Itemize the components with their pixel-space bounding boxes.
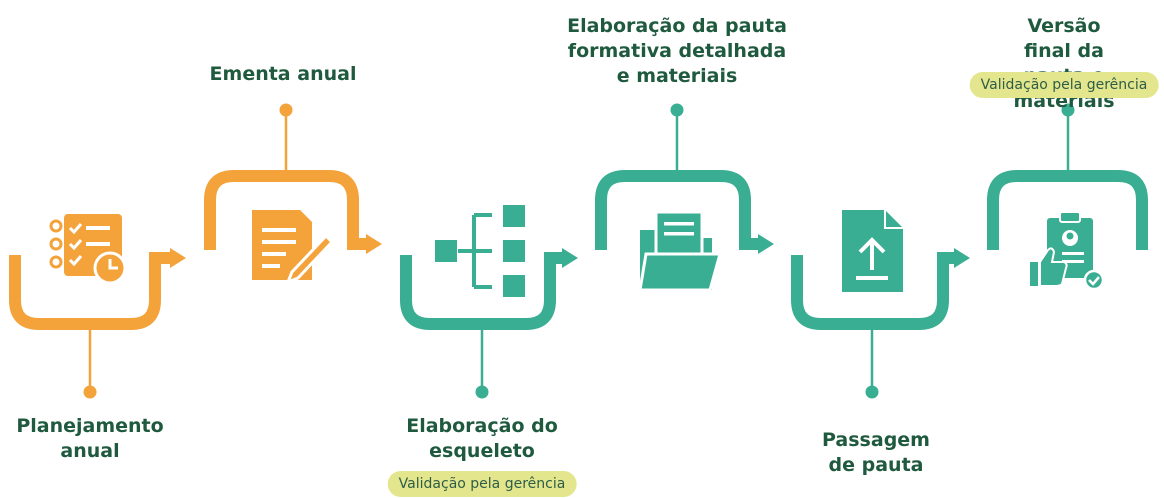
hierarchy-tree-icon <box>435 205 525 297</box>
step-6-validation-badge: Validação pela gerência <box>969 72 1159 98</box>
document-pencil-icon <box>252 210 335 285</box>
step-6 <box>987 103 1148 291</box>
arrow-head <box>366 234 382 254</box>
step-1 <box>9 214 186 399</box>
connector-dot <box>670 103 684 117</box>
step-4 <box>595 103 774 292</box>
step-1-label: Planejamento anual <box>16 415 164 462</box>
step-3-label: Elaboração do esqueleto <box>406 415 558 462</box>
connector-dot <box>1061 103 1075 117</box>
step-5 <box>791 210 970 399</box>
step-3 <box>400 205 578 399</box>
connector-dot <box>475 385 489 399</box>
connector-dot <box>279 103 293 117</box>
step-6-label: Versão final da pauta e materiais <box>1013 15 1115 112</box>
step-2-label: Ementa anual <box>209 63 357 85</box>
step-4-label: Elaboração da pauta formativa detalhada … <box>567 15 787 87</box>
clipboard-checklist-clock-icon <box>49 214 127 285</box>
step-2 <box>204 103 382 285</box>
arrow-head <box>954 248 970 268</box>
connector-dot <box>865 385 879 399</box>
clipboard-thumbs-up-approved-icon <box>1030 211 1105 291</box>
step-3-validation-badge: Validação pela gerência <box>387 471 577 497</box>
connector-dot <box>83 385 97 399</box>
folder-documents-icon <box>638 210 722 292</box>
arrow-head <box>170 248 186 268</box>
arrow-head <box>758 234 774 254</box>
arrow-head <box>562 248 578 268</box>
file-upload-icon <box>842 210 903 292</box>
step-5-label: Passagem de pauta <box>822 429 930 476</box>
